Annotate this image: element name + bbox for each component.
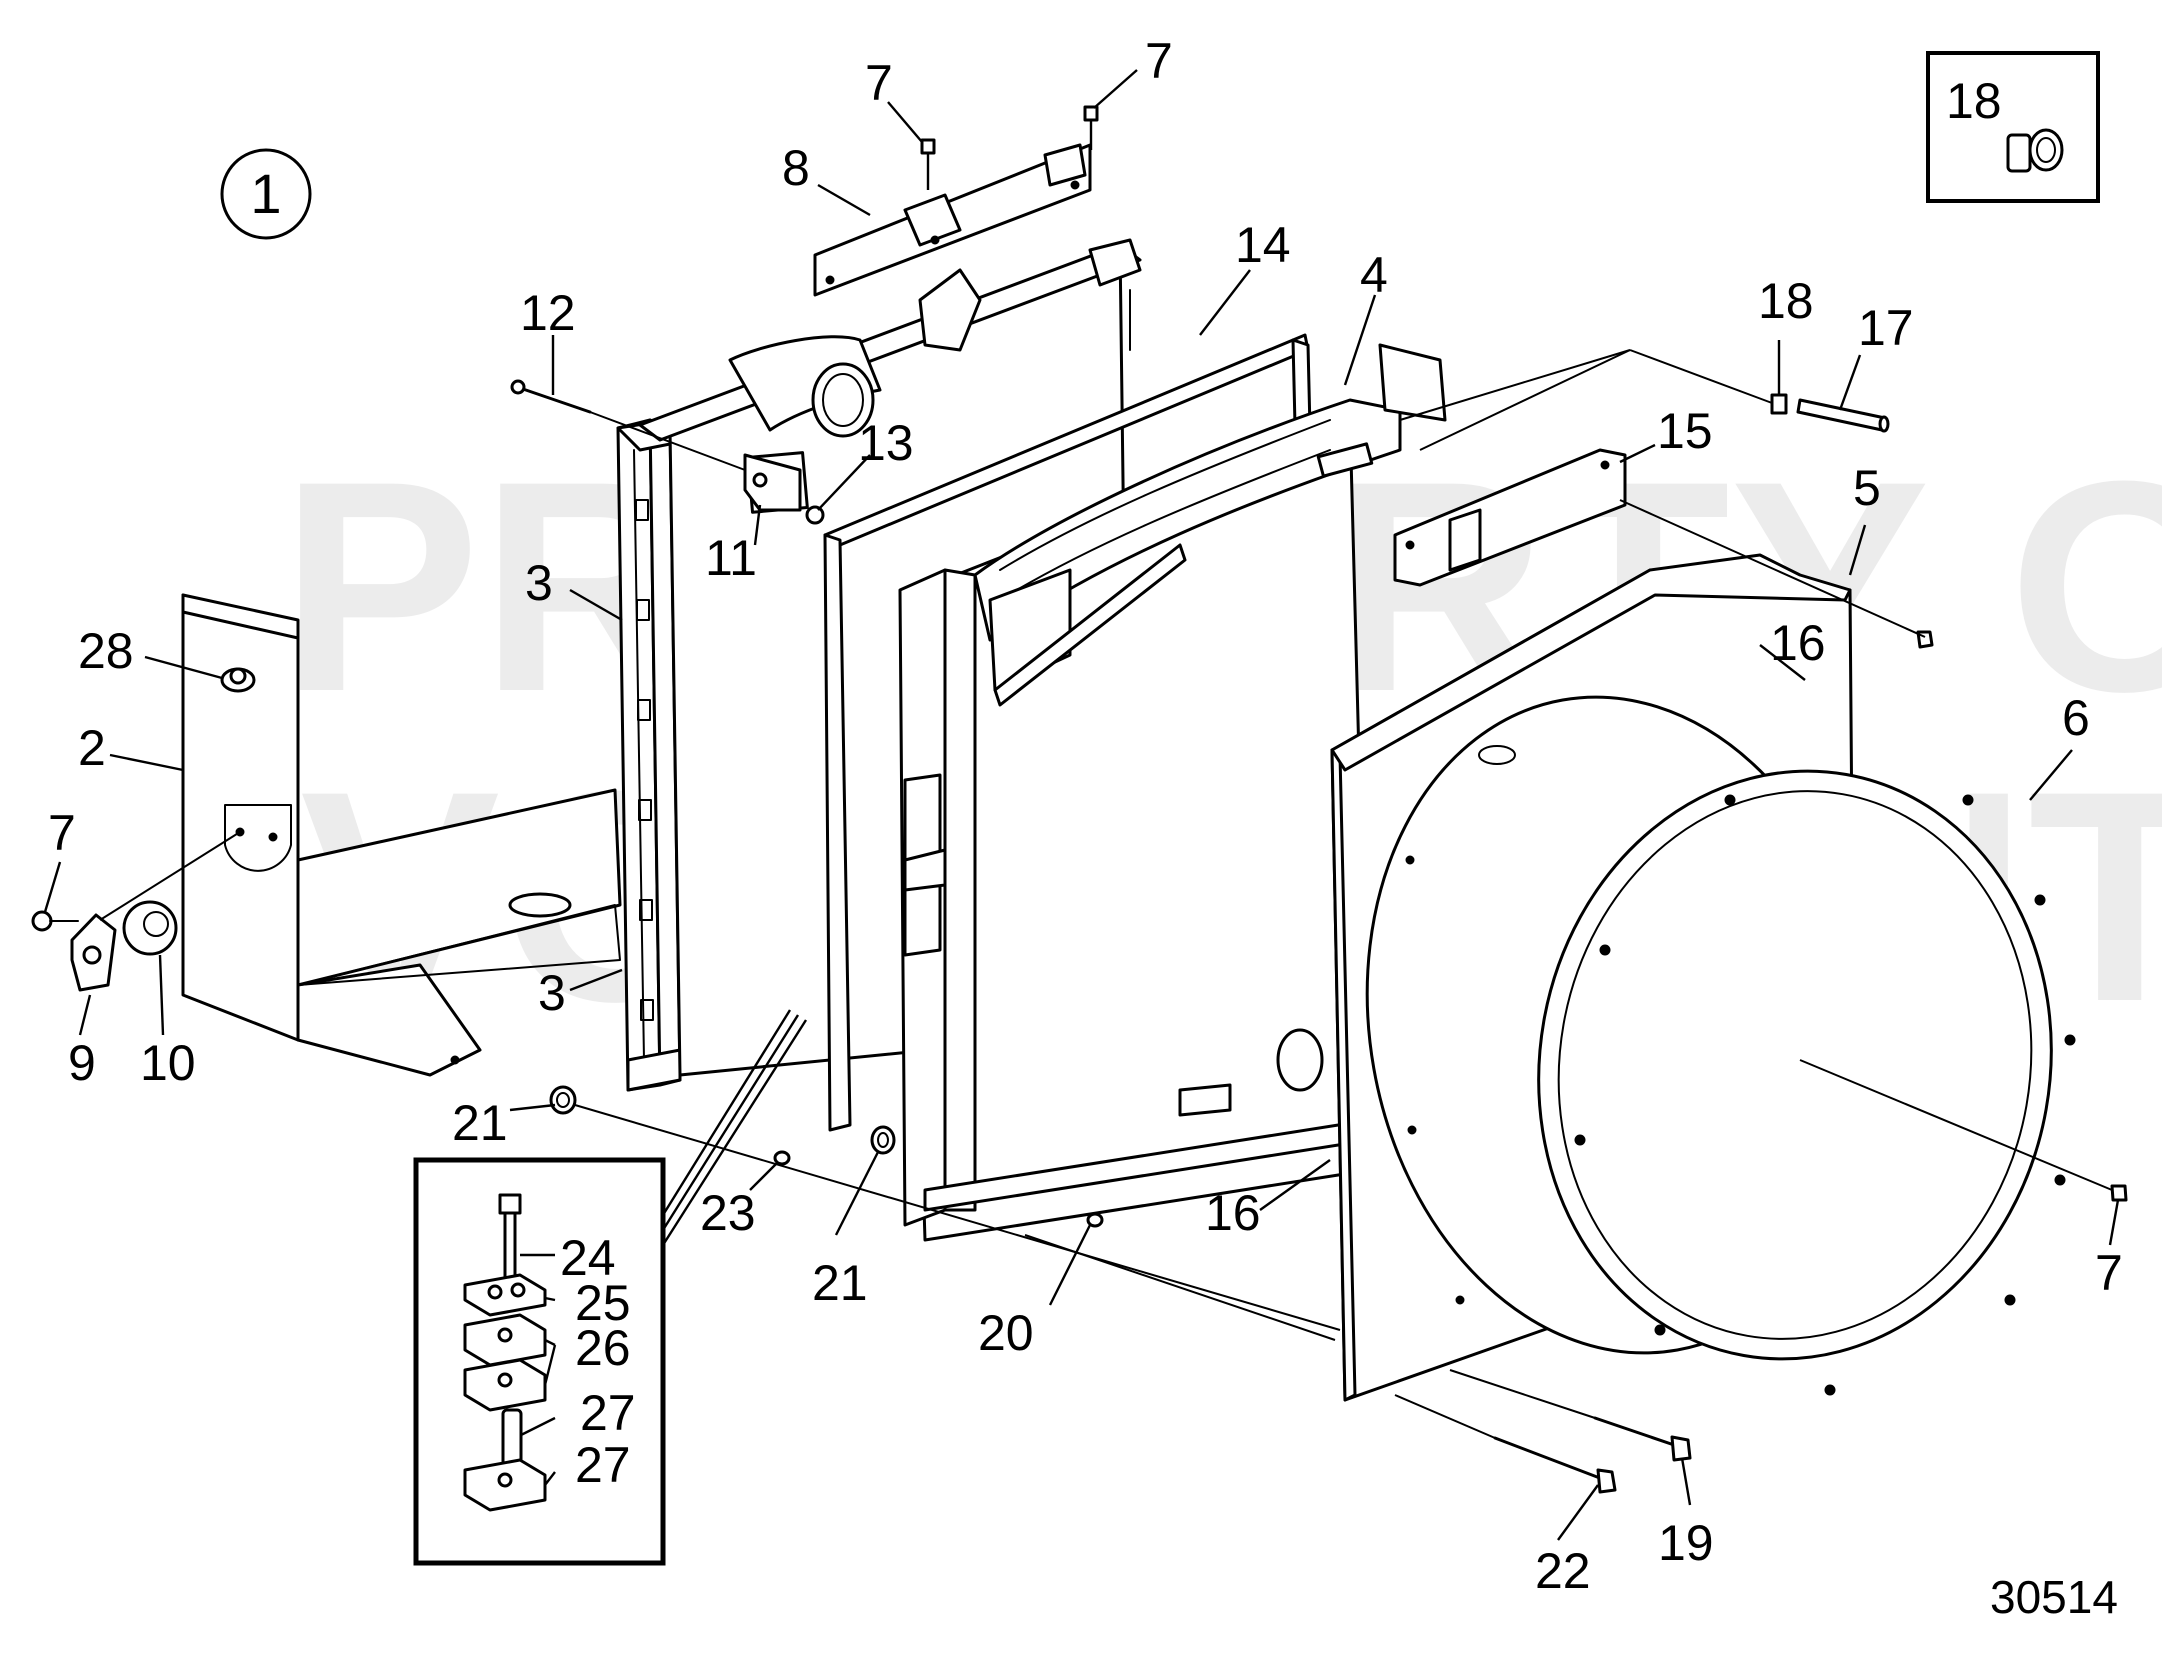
callout-5: 5 xyxy=(1853,460,1881,516)
view-number-circle xyxy=(220,148,312,240)
callout-3: 3 xyxy=(538,965,566,1021)
part-15-bracket xyxy=(1393,448,1627,587)
callout-28: 28 xyxy=(78,623,134,679)
callout-3: 3 xyxy=(525,555,553,611)
callout-18: 18 xyxy=(1758,273,1814,329)
part-13-washer xyxy=(805,505,825,525)
detail-clip-upper xyxy=(463,1313,547,1367)
callout-13: 13 xyxy=(858,415,914,471)
part-20-washer xyxy=(1086,1212,1104,1228)
callout-23: 23 xyxy=(700,1185,756,1241)
detail-inset xyxy=(413,1009,808,1566)
part-11-bracket xyxy=(743,453,802,512)
callout-21: 21 xyxy=(452,1095,508,1151)
part-7-bolt-top-b xyxy=(1083,105,1099,150)
detail-spacer xyxy=(501,1408,523,1467)
callout-27: 27 xyxy=(575,1437,631,1493)
part-10-washer xyxy=(122,900,178,956)
part-19-bolt xyxy=(1593,1416,1692,1462)
part-9-plate xyxy=(70,913,117,992)
callout-14: 14 xyxy=(1235,217,1291,273)
callout-11: 11 xyxy=(705,530,757,586)
callout-7: 7 xyxy=(865,55,893,111)
callout-labels: 7 7 8 14 4 18 17 12 13 15 5 11 3 28 16 6… xyxy=(48,33,2123,1599)
part-support-bracket xyxy=(181,593,622,1077)
callout-9: 9 xyxy=(68,1035,96,1091)
part-28-nut xyxy=(220,667,256,693)
callout-2: 2 xyxy=(78,720,106,776)
part-18-clamp xyxy=(1770,393,1788,415)
detail-clip-bottom xyxy=(463,1458,547,1512)
callout-21: 21 xyxy=(812,1255,868,1311)
inset-frame xyxy=(1926,51,2100,203)
detail-bolt xyxy=(498,1193,522,1280)
callout-leaders xyxy=(43,69,2120,1541)
part-7-bolt-top-a xyxy=(920,138,936,190)
callout-16: 16 xyxy=(1205,1185,1261,1241)
part-12-bolt xyxy=(510,379,592,414)
inset-clamp-box: 18 xyxy=(1926,51,2100,203)
callout-25: 25 xyxy=(575,1275,631,1331)
detail-clip-lower xyxy=(463,1358,547,1412)
view-number: 1 xyxy=(250,162,281,225)
assembly-lines xyxy=(99,290,2113,1439)
callout-24: 24 xyxy=(560,1230,616,1286)
callout-22: 22 xyxy=(1535,1543,1591,1599)
part-21-mount-a xyxy=(549,1085,577,1115)
callout-4: 4 xyxy=(1360,247,1388,303)
inset-label: 18 xyxy=(1946,73,2002,129)
hose-clamp-icon xyxy=(2006,128,2064,173)
figure-number: 30514 xyxy=(1990,1571,2118,1623)
part-top-tank xyxy=(638,238,1142,514)
part-radiator xyxy=(898,343,1447,1242)
callout-7: 7 xyxy=(48,805,76,861)
part-6-fan-ring xyxy=(1537,769,2076,1396)
view-number-badge: 1 xyxy=(220,148,312,240)
part-7-bolt-left xyxy=(31,910,79,932)
callout-20: 20 xyxy=(978,1305,1034,1361)
part-17-hose xyxy=(1796,398,1890,433)
part-7-bolt-lower-right xyxy=(2110,1184,2128,1202)
callout-12: 12 xyxy=(520,285,576,341)
callout-7: 7 xyxy=(1145,33,1173,89)
part-8-bracket xyxy=(813,143,1092,297)
callout-7: 7 xyxy=(2095,1245,2123,1301)
part-21-mount-b xyxy=(870,1125,896,1155)
callout-10: 10 xyxy=(140,1035,196,1091)
callout-6: 6 xyxy=(2062,690,2090,746)
callout-16: 16 xyxy=(1770,615,1826,671)
callout-27: 27 xyxy=(580,1385,636,1441)
part-22-bolt xyxy=(1493,1436,1617,1494)
detail-washer-plate xyxy=(463,1273,547,1317)
callout-15: 15 xyxy=(1657,403,1713,459)
callout-26: 26 xyxy=(575,1320,631,1376)
callout-17: 17 xyxy=(1858,300,1914,356)
callout-8: 8 xyxy=(782,140,810,196)
callout-19: 19 xyxy=(1658,1515,1714,1571)
part-23-washer xyxy=(773,1150,791,1166)
